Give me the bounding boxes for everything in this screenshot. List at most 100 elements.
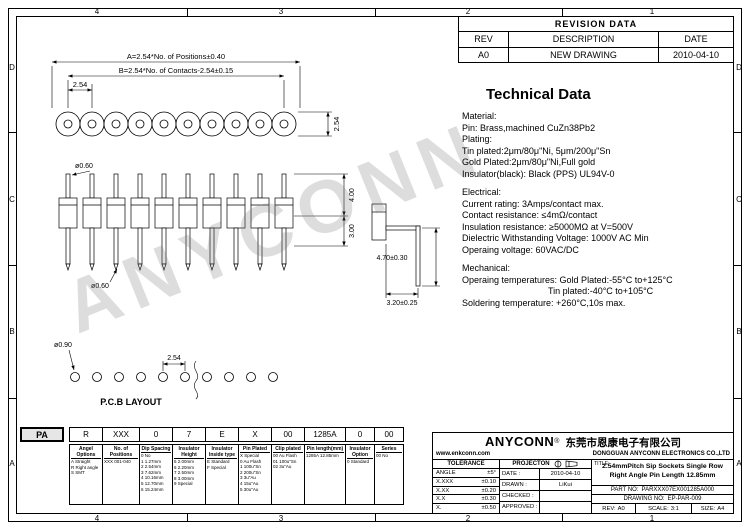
title-label: TITLE: [594, 461, 610, 467]
zone-label-right: D [736, 63, 742, 72]
zone-label-top: 4 [94, 7, 100, 16]
option-box: Series 00 No [374, 444, 404, 505]
material-line: Gold Plated:2μm/80μ"Ni,Full gold [462, 157, 596, 167]
zone-label-right: A [736, 459, 742, 468]
option-box: No. of Positions XXX 001-040 [102, 444, 140, 505]
revision-header-description: DESCRIPTION [509, 32, 659, 47]
side-dimension-lines [71, 170, 348, 283]
revision-rev: A0 [459, 48, 509, 62]
part-cell: 0 [345, 427, 375, 442]
zone-label-right: C [736, 195, 742, 204]
option-box: Dip Spacing 0 No 1 1.27mm 2 2.54mm 3 7.6… [139, 444, 173, 505]
part-cell: E [205, 427, 239, 442]
option-box-header: Clip plated [273, 446, 303, 453]
technical-data-title: Technical Data [486, 86, 591, 103]
zone-tick [187, 514, 188, 522]
option-box-items: XXX 001-040 [104, 459, 131, 464]
option-box: Insulator Inside type E Standard F Speci… [205, 444, 239, 505]
option-box-header: Insulator Height [174, 446, 204, 459]
revision-table: REVISION DATA REV DESCRIPTION DATE A0 NE… [458, 16, 734, 63]
option-box: Pin length(mm) 1285A 12.85mm [304, 444, 346, 505]
drawing-pcb-layout: ø0.90 2.54 P.C.B LAYOUT [54, 342, 278, 407]
part-cell: R [69, 427, 103, 442]
dim-b-label: B=2.54*No. of Contacts-2.54±0.15 [119, 66, 233, 75]
drawing-title: TITLE: 2.54mmPitch Sip Sockets Single Ro… [592, 460, 733, 486]
projection-heading: PROJECTON [512, 460, 550, 467]
company-name-cn: 东莞市恩康电子有限公司 [565, 437, 681, 449]
zone-tick [734, 398, 742, 399]
dim-300-label: 3.00 [349, 224, 356, 238]
option-box-header: Series [376, 446, 402, 453]
company-name-en: DONGGUAN ANYCONN ELECTRONICS CO.,LTD [592, 451, 730, 457]
option-box-items: E Standard F Special [207, 459, 230, 470]
material-heading: Material: [462, 111, 497, 121]
pcb-dimension-lines [68, 349, 198, 400]
rev-scale-size-row: REV:A0 SCALE:3:1 SIZE:A4 [592, 504, 733, 513]
tolerance-heading: TOLERANCE [433, 460, 499, 469]
title-column: TITLE: 2.54mmPitch Sip Sockets Single Ro… [591, 460, 733, 513]
bent-pin-profile [371, 203, 421, 287]
zone-label-top: 3 [278, 7, 284, 16]
tolerance-row: X.X±0.30 [433, 495, 499, 505]
part-cell: X [238, 427, 272, 442]
zone-label-top: 2 [465, 7, 471, 16]
dim-hole-dia-label: ø0.90 [54, 342, 72, 349]
size-cell: SIZE:A4 [700, 505, 725, 512]
company-logo-area: ANYCONN® 东莞市恩康电子有限公司 www.enkconn.com DON… [433, 433, 733, 460]
inner-border [16, 16, 734, 514]
revision-header-rev: REV [459, 32, 509, 47]
option-box-header: Pin length(mm) [306, 446, 344, 453]
tolerance-column: TOLERANCE ANGLE±5° X.XXX±0.10 X.XX±0.20 … [433, 460, 499, 513]
socket-circles [55, 111, 297, 137]
technical-data-section: Technical Data Material: Pin: Brass,mach… [462, 86, 738, 309]
option-box-items: X Special 0 Au Flash 1 100u"Sn 2 200u"Sn… [240, 453, 262, 492]
company-logo: ANYCONN® [485, 434, 560, 449]
material-line: Plating: [462, 134, 493, 144]
break-squiggle [194, 360, 198, 400]
option-box: Insulator Option 0 Standard [345, 444, 375, 505]
drawing-no-row: DRAWING NO:EP-PAR-009 [592, 495, 733, 504]
zone-tick [8, 265, 16, 266]
electrical-line: Contact resistance: ≤4mΩ/contact [462, 210, 598, 220]
option-box-header: Dip Spacing [141, 446, 171, 453]
option-box-items: 0 No 1 1.27mm 2 2.54mm 3 7.62mm 4 10.16m… [141, 453, 164, 492]
material-line: Insulator(black): Black (PPS) UL94V-0 [462, 168, 615, 179]
title-block: ANYCONN® 东莞市恩康电子有限公司 www.enkconn.com DON… [432, 432, 734, 514]
rev-cell: REV:A0 [592, 504, 636, 513]
electrical-heading: Electrical: [462, 187, 502, 197]
revision-header-date: DATE [684, 34, 708, 44]
part-cell: 0 [139, 427, 173, 442]
mechanical-heading: Mechanical: [462, 263, 511, 273]
option-box: Angel Options A Straight R Right angle S… [69, 444, 103, 505]
zone-label-bottom: 1 [649, 514, 655, 523]
zone-label-left: A [9, 459, 15, 468]
revision-table-row: A0 NEW DRAWING 2010-04-10 [459, 47, 733, 62]
part-option-boxes: Angel Options A Straight R Right angle S… [69, 444, 404, 505]
drawing-top-view: A=2.54*No. of Positions±0.40 B=2.54*No. … [51, 52, 341, 137]
zone-label-right: B [736, 327, 742, 336]
bent-pin-dimensions [385, 227, 440, 298]
zone-tick [375, 514, 376, 522]
dimension-lines [51, 60, 332, 137]
mechanical-line: Soldering temperature: +260°C,10s max. [462, 297, 626, 308]
tolerance-row: X.±0.50 [436, 505, 496, 512]
scale-cell: SCALE:3:1 [636, 504, 692, 513]
electrical-line: Operaing voltage: 60VAC/DC [462, 244, 579, 255]
option-box-header: Insulator Inside type [207, 446, 237, 459]
company-website: www.enkconn.com [436, 451, 491, 457]
zone-label-left: D [9, 63, 15, 72]
option-box-items: 00 Au Flash 01 100u"Sn 02 3u"Au [273, 453, 297, 470]
option-box: Clip plated 00 Au Flash 01 100u"Sn 02 3u… [271, 444, 305, 505]
tolerance-row: X.XXX±0.10 [433, 478, 499, 487]
field-date: DATE :2010-04-10 [500, 469, 591, 480]
material-line: Pin: Brass,machined CuZn38Pb2 [462, 122, 596, 133]
option-box-items: 00 No [376, 453, 389, 458]
mechanical-line: Tin plated:-40°C to+105°C [548, 286, 654, 296]
zone-label-bottom: 2 [465, 514, 471, 523]
option-box-header: No. of Positions [104, 446, 138, 459]
dim-pcb-pitch-label: 2.54 [167, 355, 181, 362]
dim-320-label: 3.20±0.25 [386, 300, 417, 307]
zone-label-bottom: 4 [94, 514, 100, 523]
part-cell: 00 [271, 427, 305, 442]
